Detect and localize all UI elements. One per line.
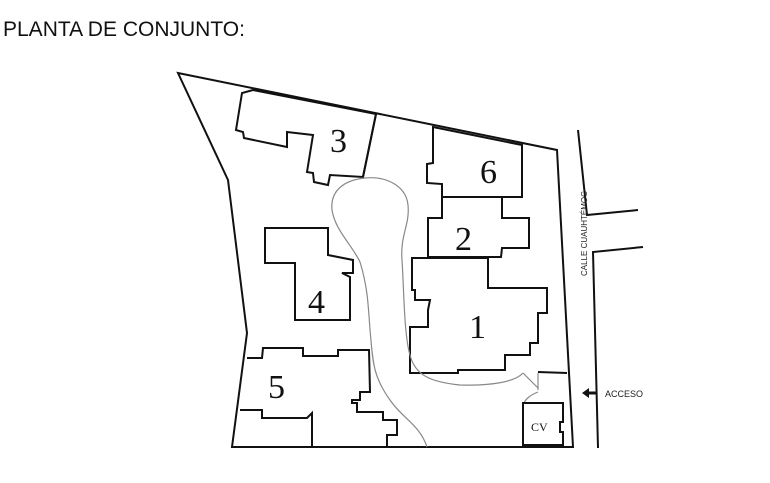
building-label-6: 6 <box>480 154 497 191</box>
arrow-left-icon <box>582 388 597 398</box>
driveway <box>331 177 524 448</box>
gate-wall <box>537 371 568 374</box>
gate <box>522 372 539 404</box>
building-label-1: 1 <box>469 309 486 346</box>
building-3 <box>234 88 378 187</box>
building-5-lower <box>240 409 313 447</box>
building-2 <box>427 196 530 258</box>
access-label: ACCESO <box>605 389 643 399</box>
page-title: PLANTA DE CONJUNTO: <box>3 18 245 41</box>
building-label-4: 4 <box>308 284 325 321</box>
guard-house-label: CV <box>531 420 548 434</box>
building-1 <box>409 257 548 374</box>
property-boundary <box>176 71 575 448</box>
street: CALLE CUAUHTÉMOC <box>577 129 644 449</box>
guard-house: CV <box>522 402 564 446</box>
building-6 <box>426 125 523 198</box>
building-label-2: 2 <box>455 221 472 258</box>
access-marker: ACCESO <box>582 388 643 399</box>
building-4 <box>264 227 354 321</box>
street-label: CALLE CUAUHTÉMOC <box>580 191 589 276</box>
building-label-5: 5 <box>268 369 285 406</box>
building-5 <box>247 347 398 447</box>
building-label-3: 3 <box>330 123 347 160</box>
